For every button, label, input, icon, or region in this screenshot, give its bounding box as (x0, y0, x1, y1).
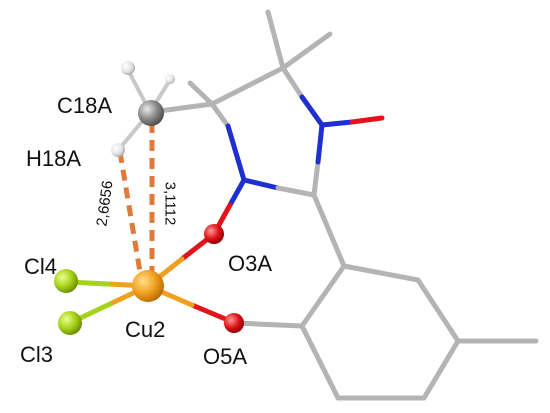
label-cu2: Cu2 (125, 317, 166, 342)
bond-n1-o3a-a (227, 177, 247, 208)
label-c18a: C18A (57, 93, 113, 118)
atom-cl3 (58, 311, 82, 335)
bond-n1-c-a (241, 177, 281, 191)
label-o5a: O5A (203, 344, 248, 369)
bond-o5a-c (232, 320, 305, 329)
bond-cy-2 (415, 277, 461, 344)
contact-h18a-cu2 (117, 151, 143, 273)
label-h18a: H18A (26, 146, 82, 171)
atom-o5a (224, 313, 244, 333)
bond-cy-5 (299, 323, 341, 401)
atoms (54, 61, 244, 335)
distance-c18a-cu2: 3,1112 (161, 181, 179, 226)
bond-c-n2-d (299, 94, 325, 128)
bond-n1-c-b (275, 185, 317, 198)
bond-c-n2-a (311, 159, 321, 198)
bond-cy-3 (421, 338, 461, 401)
contacts (117, 122, 155, 273)
atom-cu2 (132, 270, 164, 302)
bond-cy-1 (341, 263, 421, 283)
bond-cy-6 (299, 263, 347, 329)
atom-o3a (204, 224, 224, 244)
atom-h18a (111, 143, 125, 157)
bond-c-n1-b (225, 123, 247, 183)
bond-c-n2-c (280, 65, 305, 100)
bond-c-methyl-1 (265, 9, 286, 71)
atom-c18a (138, 100, 164, 126)
bond-c-methyl-3 (187, 80, 215, 107)
bond-n2-o-a (319, 119, 355, 128)
label-o3a: O3A (228, 251, 273, 276)
label-cl3: Cl3 (20, 342, 54, 367)
atom-cl4 (54, 269, 78, 293)
bond-ring-link (311, 192, 347, 269)
carbon-bonds (149, 9, 539, 401)
bond-n2-o-b (349, 115, 385, 125)
atom-h-a (121, 61, 135, 75)
hetero-bonds (65, 65, 385, 326)
label-cl4: Cl4 (24, 254, 58, 279)
bond-c-n1-a (209, 101, 231, 129)
bond-c-n2-b (315, 122, 325, 165)
bond-c-methyl-2 (280, 31, 333, 71)
bond-ring-cc (209, 65, 286, 107)
atom-h-b (165, 74, 175, 84)
